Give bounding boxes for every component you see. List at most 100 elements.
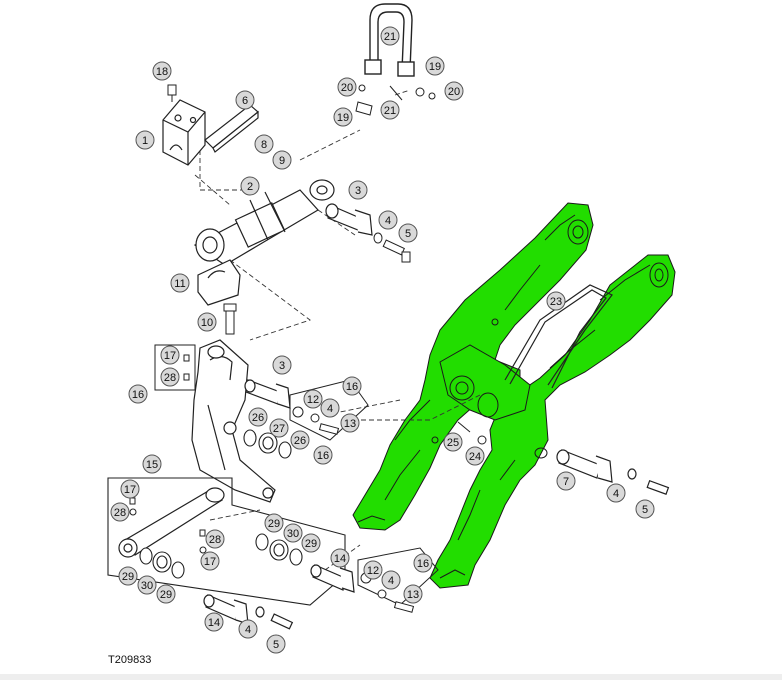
- svg-text:3: 3: [355, 185, 361, 197]
- bolt-18: [167, 84, 177, 102]
- boom-cross-member: [439, 344, 531, 421]
- svg-text:25: 25: [447, 437, 459, 449]
- callout-12-b: 12: [363, 560, 383, 580]
- callout-23: 23: [546, 291, 566, 311]
- callout-19-a: 19: [425, 56, 445, 76]
- callout-1: 1: [135, 130, 155, 150]
- svg-text:11: 11: [174, 278, 185, 290]
- callout-24: 24: [465, 446, 485, 466]
- callout-9: 9: [272, 150, 292, 170]
- clamp-11: [197, 259, 241, 306]
- fittings-17-28: [129, 354, 207, 554]
- callout-4-e: 4: [381, 570, 401, 590]
- tube-assembly-23: [504, 284, 613, 389]
- svg-text:23: 23: [550, 296, 562, 308]
- pin-7-right: [556, 449, 670, 495]
- callout-3-upper: 3: [348, 180, 368, 200]
- svg-text:24: 24: [469, 451, 481, 463]
- svg-text:28: 28: [209, 534, 221, 546]
- callout-16-b: 16: [342, 376, 362, 396]
- callout-8: 8: [254, 134, 274, 154]
- pin-3-upper: [325, 203, 373, 236]
- callout-13-a: 13: [340, 413, 360, 433]
- pin-14-left: [203, 594, 294, 630]
- svg-text:4: 4: [613, 488, 619, 500]
- svg-text:15: 15: [146, 459, 158, 471]
- callout-4-c: 4: [238, 619, 258, 639]
- svg-text:20: 20: [341, 82, 353, 94]
- svg-text:16: 16: [417, 558, 429, 570]
- svg-text:5: 5: [273, 639, 279, 651]
- link-bar: [118, 487, 225, 558]
- callout-6: 6: [235, 90, 255, 110]
- callout-26-a: 26: [248, 407, 268, 427]
- svg-text:4: 4: [327, 403, 333, 415]
- svg-text:19: 19: [337, 112, 349, 124]
- callout-14-b: 14: [204, 612, 224, 632]
- svg-text:21: 21: [384, 105, 396, 117]
- svg-text:4: 4: [245, 624, 251, 636]
- svg-text:8: 8: [261, 139, 267, 151]
- svg-text:16: 16: [317, 450, 329, 462]
- boom-arms-highlight: [352, 202, 676, 589]
- mount-block-1: [162, 99, 206, 166]
- svg-text:5: 5: [405, 228, 411, 240]
- svg-text:13: 13: [344, 418, 356, 430]
- callout-18: 18: [152, 61, 172, 81]
- callout-10: 10: [197, 312, 217, 332]
- svg-text:5: 5: [642, 504, 648, 516]
- svg-text:28: 28: [164, 372, 176, 384]
- callout-30-b: 30: [137, 575, 157, 595]
- svg-text:26: 26: [294, 435, 306, 447]
- svg-text:1: 1: [142, 135, 148, 147]
- svg-text:13: 13: [407, 589, 419, 601]
- fittings-19-20: [355, 84, 436, 116]
- callout-28-b: 28: [110, 502, 130, 522]
- callout-29-a: 29: [264, 513, 284, 533]
- svg-text:6: 6: [242, 95, 248, 107]
- callout-15: 15: [142, 454, 162, 474]
- leader-lines: [194, 89, 481, 571]
- callout-21-a: 21: [380, 26, 400, 46]
- svg-text:27: 27: [273, 423, 285, 435]
- svg-text:14: 14: [334, 553, 346, 565]
- svg-text:10: 10: [201, 317, 213, 329]
- callout-3-lower: 3: [272, 355, 292, 375]
- svg-text:26: 26: [252, 412, 264, 424]
- hydraulic-cylinder-2: [193, 179, 335, 266]
- callout-19-b: 19: [333, 107, 353, 127]
- callout-29-b: 29: [301, 533, 321, 553]
- callout-12-a: 12: [303, 389, 323, 409]
- svg-text:12: 12: [367, 565, 379, 577]
- svg-text:4: 4: [388, 575, 394, 587]
- svg-text:30: 30: [287, 528, 299, 540]
- svg-text:16: 16: [346, 381, 358, 393]
- callout-5-c: 5: [635, 499, 655, 519]
- svg-text:28: 28: [114, 507, 126, 519]
- callout-11: 11: [170, 273, 190, 293]
- callout-26-b: 26: [290, 430, 310, 450]
- callout-28-c: 28: [205, 529, 225, 549]
- svg-text:18: 18: [156, 66, 168, 78]
- washer-bolt-upper: [373, 232, 411, 263]
- svg-text:17: 17: [124, 484, 136, 496]
- bushings-29-30-left: [139, 547, 185, 579]
- callout-28-a: 28: [160, 367, 180, 387]
- svg-text:17: 17: [164, 350, 176, 362]
- svg-text:20: 20: [448, 86, 460, 98]
- svg-text:2: 2: [247, 181, 253, 193]
- svg-text:17: 17: [204, 556, 216, 568]
- callout-7: 7: [556, 471, 576, 491]
- callout-21-b: 21: [380, 100, 400, 120]
- svg-text:4: 4: [385, 215, 391, 227]
- bushings-26-27: [243, 429, 292, 459]
- bushings-29-30-right: [255, 533, 303, 566]
- bracket-box-16-left: [154, 344, 196, 391]
- callout-17-b: 17: [120, 479, 140, 499]
- bolt-10: [223, 303, 237, 335]
- svg-text:21: 21: [384, 31, 396, 43]
- callout-16-a: 16: [128, 384, 148, 404]
- hydraulic-hose: [364, 3, 415, 77]
- svg-text:3: 3: [279, 360, 285, 372]
- callout-13-b: 13: [403, 584, 423, 604]
